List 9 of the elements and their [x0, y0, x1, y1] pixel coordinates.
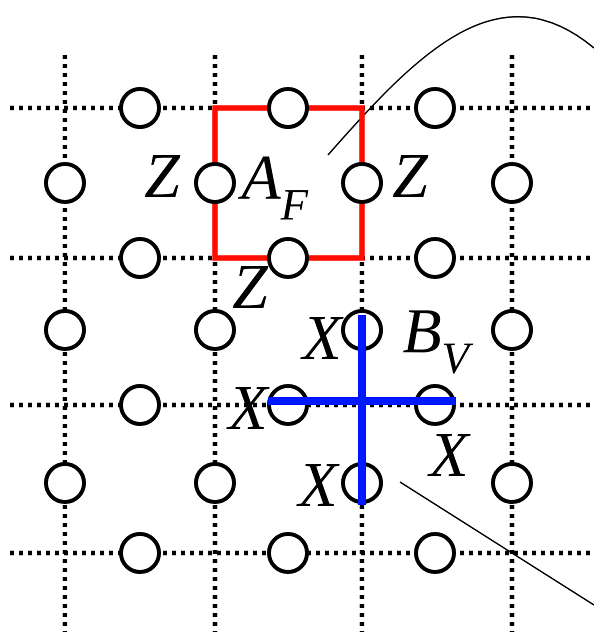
operator-label: Z [144, 155, 180, 197]
operator-label: Z [232, 266, 268, 308]
operator-label: X [300, 317, 344, 359]
operator-label: X [226, 387, 270, 429]
operator-label: B$_{V}$ [403, 310, 474, 374]
operator-label: Z [392, 155, 428, 197]
operator-label: A$_{F}$ [238, 156, 308, 220]
operator-label: X [296, 464, 340, 506]
operator-label: X [427, 434, 471, 476]
